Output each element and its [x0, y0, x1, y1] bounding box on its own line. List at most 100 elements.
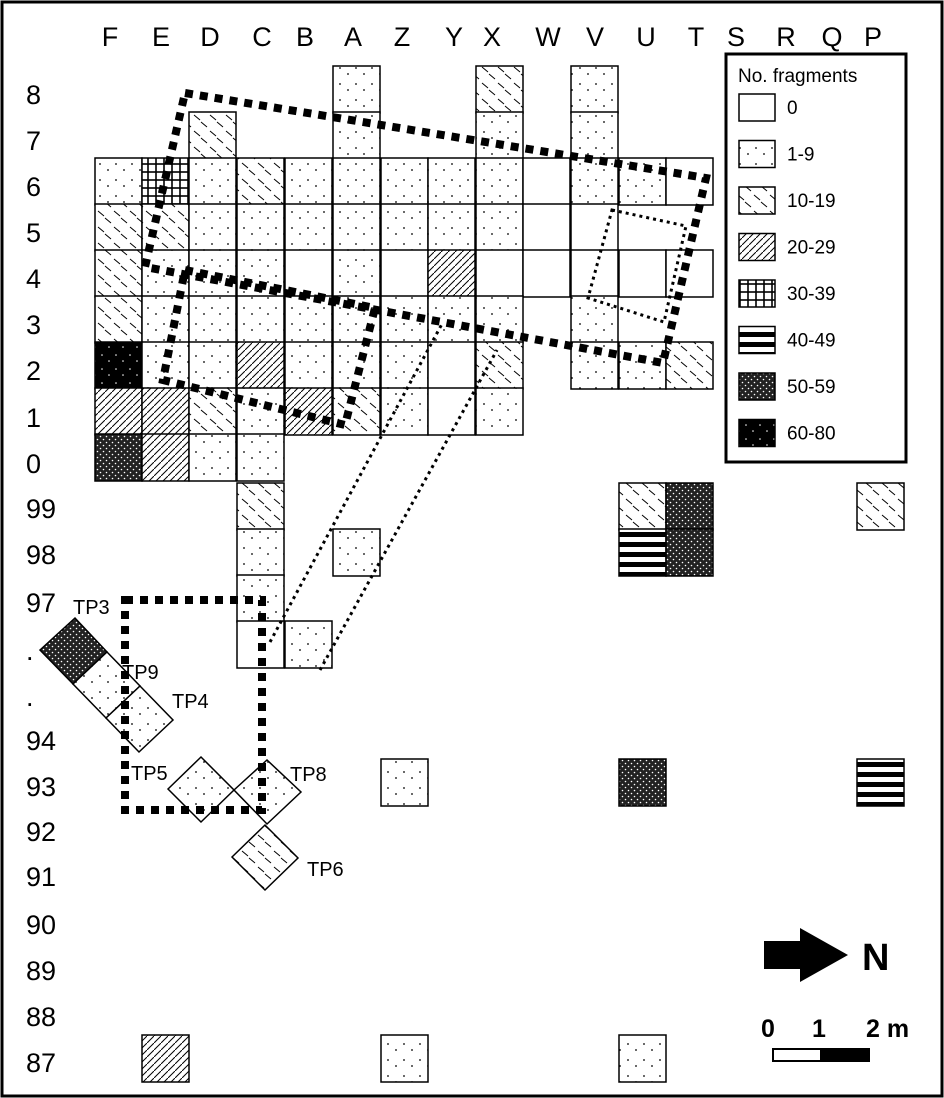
scale-segment-black	[820, 1048, 870, 1062]
grid-square	[332, 249, 381, 298]
grid-square	[618, 1034, 667, 1083]
north-label: N	[862, 937, 889, 979]
grid-square	[570, 111, 619, 160]
survey-outline-north	[586, 208, 688, 324]
column-label: U	[636, 22, 656, 52]
row-label: 89	[26, 956, 56, 986]
grid-square	[570, 157, 619, 206]
grid-square	[94, 295, 143, 344]
row-label: 8	[26, 80, 41, 110]
north-arrow-icon	[764, 928, 848, 982]
grid-square	[141, 433, 190, 482]
grid-square	[284, 620, 333, 669]
column-label: X	[483, 22, 501, 52]
north-arrow: N	[764, 928, 889, 982]
test-area-outline	[121, 596, 266, 814]
legend-label: 60-80	[787, 424, 836, 445]
grid-square	[236, 387, 285, 436]
grid-square	[94, 387, 143, 436]
grid-square	[570, 249, 619, 298]
test-pit-label: TP4	[172, 691, 209, 713]
legend-swatch	[738, 93, 776, 122]
row-label: 0	[26, 449, 41, 479]
grid-square	[475, 111, 524, 160]
grid-square	[380, 758, 429, 807]
row-label: 6	[26, 172, 41, 202]
legend-title: No. fragments	[738, 66, 857, 87]
column-label: C	[252, 22, 272, 52]
row-label: 94	[26, 726, 56, 756]
row-label: .	[26, 682, 34, 712]
scale-segment-white	[772, 1048, 822, 1062]
legend-swatch	[738, 418, 776, 448]
grid-square	[475, 203, 524, 252]
column-label: Y	[445, 22, 463, 52]
grid-square	[618, 157, 667, 206]
grid-square	[570, 203, 619, 252]
test-pit-label: TP3	[73, 597, 110, 619]
column-label: P	[864, 22, 882, 52]
grid-square	[188, 203, 237, 252]
grid-square	[141, 157, 190, 206]
trench-outline-large	[140, 88, 711, 368]
grid-square	[665, 341, 714, 390]
grid-square	[188, 341, 237, 390]
grid-square	[380, 341, 429, 390]
legend-swatch	[738, 372, 776, 401]
grid-square	[665, 249, 714, 298]
row-label: 92	[26, 817, 56, 847]
grid-square	[618, 758, 667, 807]
row-label: 5	[26, 218, 41, 248]
legend-swatch	[738, 279, 776, 308]
grid-square	[475, 295, 524, 344]
grid-square	[94, 249, 143, 298]
row-label: 87	[26, 1048, 56, 1078]
grid-square	[618, 482, 667, 531]
test-pit-label: TP8	[290, 764, 327, 786]
row-label: 91	[26, 862, 56, 892]
row-label: 90	[26, 910, 56, 940]
grid-square	[284, 387, 333, 436]
column-label: S	[727, 22, 745, 52]
grid-square	[665, 528, 714, 577]
legend-swatch	[738, 232, 776, 262]
survey-line-a	[268, 321, 445, 643]
row-label: 99	[26, 494, 56, 524]
grid-square	[94, 433, 143, 482]
grid-square	[427, 387, 476, 436]
grid-square	[188, 157, 237, 206]
row-label: 2	[26, 356, 41, 386]
scale-label-2m: 2 m	[866, 1015, 909, 1043]
grid-square	[94, 341, 143, 390]
scale-bar: 0 1 2 m	[761, 1015, 909, 1062]
test-pit-label: TP6	[307, 859, 344, 881]
grid-square	[427, 249, 476, 298]
legend-label: 50-59	[787, 377, 836, 398]
grid-square	[188, 111, 237, 160]
test-pit-label: TP9	[122, 662, 159, 684]
legend: No. fragments 01-910-1920-2930-3940-4950…	[724, 52, 908, 464]
grid-square	[332, 203, 381, 252]
legend-label: 1-9	[787, 145, 814, 166]
row-label: 97	[26, 588, 56, 618]
test-pit-label: TP5	[131, 763, 168, 785]
column-label: B	[296, 22, 314, 52]
grid-square	[427, 341, 476, 390]
legend-label: 0	[787, 98, 798, 119]
column-label: Z	[394, 22, 411, 52]
grid-square	[475, 341, 524, 390]
grid-square	[475, 387, 524, 436]
row-label: 1	[26, 403, 41, 433]
row-label: 7	[26, 126, 41, 156]
row-label: 93	[26, 772, 56, 802]
grid-square	[522, 203, 571, 252]
column-label: R	[776, 22, 796, 52]
grid-square	[475, 65, 524, 114]
column-label: V	[586, 22, 604, 52]
legend-label: 40-49	[787, 331, 836, 352]
grid-square	[380, 157, 429, 206]
grid-square	[141, 1034, 190, 1083]
